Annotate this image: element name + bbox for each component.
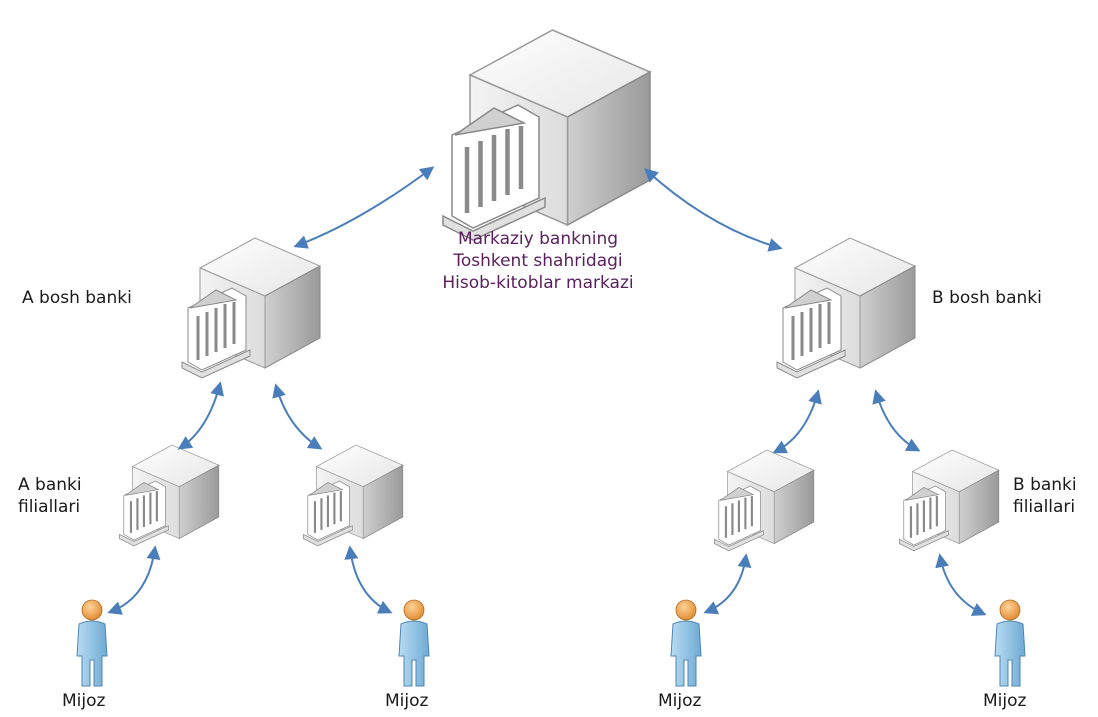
double-arrow-icon	[293, 166, 435, 249]
double-arrow-icon	[643, 168, 783, 252]
double-arrow-icon	[107, 545, 161, 615]
head-bank-b-label: B bosh banki	[932, 288, 1042, 308]
double-arrow-icon	[177, 381, 224, 450]
branches-a-label-line1: A banki	[18, 475, 82, 495]
central-bank-label-line2: Toshkent shahridagi	[453, 251, 623, 271]
branches-b-label-line1: B banki	[1013, 475, 1077, 495]
double-arrow-icon	[872, 389, 921, 452]
double-arrow-icon	[935, 553, 987, 616]
double-arrow-icon	[703, 553, 752, 615]
branch-a1-icon	[118, 443, 220, 547]
double-arrow-icon	[772, 389, 822, 454]
client-3-label: Mijoz	[658, 691, 702, 711]
central-bank-label-line3: Hisob-kitoblar markazi	[442, 273, 634, 293]
branches-a-label-line2: filiallari	[18, 497, 81, 517]
client-1-label: Mijoz	[62, 691, 106, 711]
branch-b2-icon	[898, 448, 1000, 552]
client-3-icon	[670, 599, 702, 687]
double-arrow-icon	[344, 545, 393, 614]
client-2-label: Mijoz	[385, 691, 429, 711]
central-bank-label-line1: Markaziy bankning	[457, 229, 619, 249]
head-bank-a-icon	[180, 236, 322, 380]
branches-a-label: A banki filiallari	[18, 474, 82, 518]
branch-b1-icon	[713, 448, 815, 552]
head-bank-b-icon	[775, 236, 917, 380]
client-4-label: Mijoz	[983, 691, 1027, 711]
branches-b-label: B banki filiallari	[1013, 474, 1077, 518]
branch-a2-icon	[302, 443, 404, 547]
central-bank-label: Markaziy bankning Toshkent shahridagi Hi…	[418, 228, 658, 294]
client-1-icon	[76, 599, 108, 687]
head-bank-a-label: A bosh banki	[22, 288, 132, 308]
client-4-icon	[994, 599, 1026, 687]
client-2-icon	[398, 599, 430, 687]
double-arrow-icon	[272, 383, 323, 450]
central-bank-icon	[443, 30, 650, 240]
branches-b-label-line2: filiallari	[1013, 497, 1076, 517]
